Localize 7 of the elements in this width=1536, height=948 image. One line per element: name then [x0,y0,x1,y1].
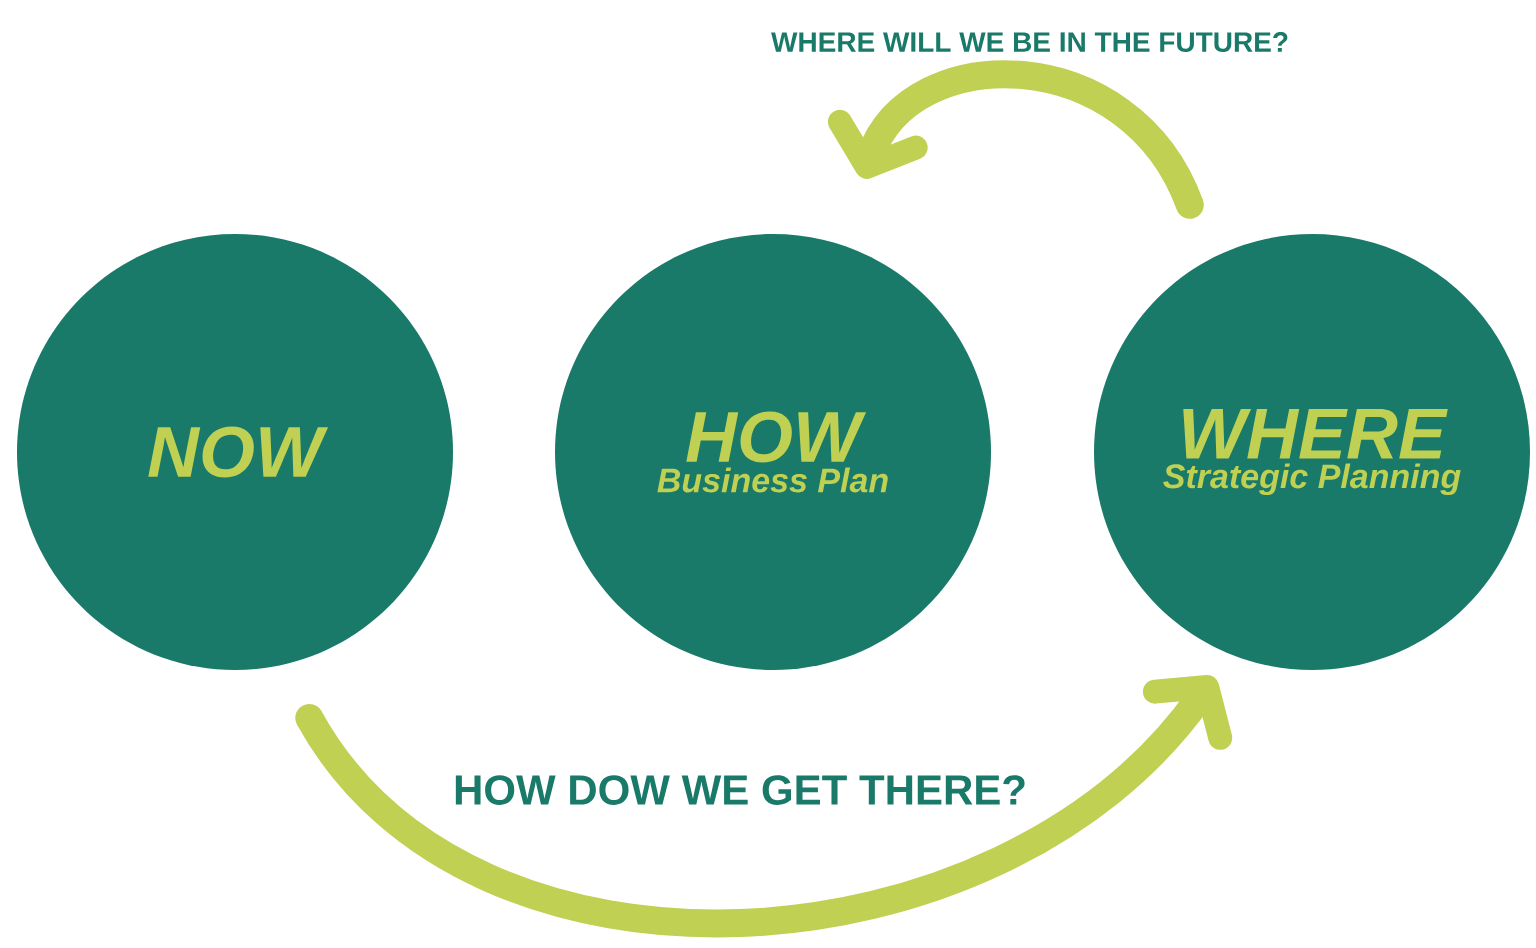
circle-node: HOW Business Plan [555,234,991,670]
edge-label: HOW DOW WE GET THERE? [455,775,1025,805]
circle-node: NOW [17,234,453,670]
curved-arrow [295,675,1233,938]
circle-node: WHERE Strategic Planning [1094,234,1530,670]
edge-label: WHERE WILL WE BE IN THE FUTURE? [771,32,1288,52]
curved-arrow [827,60,1204,219]
